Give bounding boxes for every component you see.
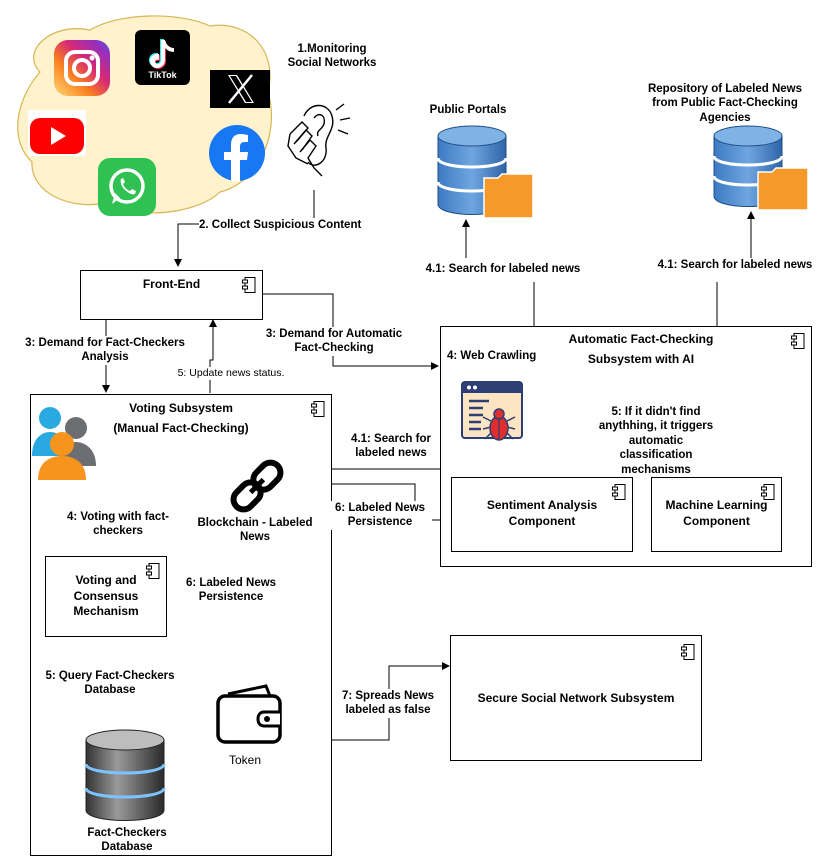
component-icon: [681, 644, 695, 660]
fc-database-label: Fact-Checkers Database: [87, 827, 167, 854]
secure-social-box: Secure Social Network Subsystem: [450, 635, 702, 761]
token-label: Token: [228, 753, 262, 767]
consensus-title: Voting and Consensus Mechanism: [73, 573, 139, 619]
search-blockchain-label: 4.1: Search for labeled news: [344, 432, 438, 461]
ml-title: Machine Learning Component: [665, 498, 768, 528]
component-icon: [311, 401, 325, 417]
sentiment-analysis-box: Sentiment Analysis Component: [451, 477, 633, 552]
component-icon: [146, 563, 160, 579]
tiktok-wordmark: TikTok: [148, 70, 177, 80]
wallet-icon: [216, 684, 282, 744]
persist-consensus-label: 6: Labeled News Persistence: [180, 576, 282, 605]
facebook-icon: [209, 125, 265, 181]
tiktok-icon: TikTok: [135, 30, 190, 85]
front-end-box: Front-End: [80, 270, 263, 320]
voting-label: 4: Voting with fact- checkers: [60, 510, 176, 539]
web-crawling-label: 4: Web Crawling: [447, 350, 537, 362]
trigger-label: 5: If it didn't find anythhing, it trigg…: [598, 406, 714, 476]
voting-consensus-box: Voting and Consensus Mechanism: [45, 556, 167, 637]
database-icon: [436, 125, 534, 219]
component-icon: [242, 277, 256, 293]
chain-link-icon: [230, 459, 284, 513]
demand-auto-label: 3: Demand for Automatic Fact-Checking: [256, 327, 412, 356]
database-icon: [712, 125, 809, 211]
search-repo-label: 4.1: Search for labeled news: [650, 258, 820, 273]
collect-label: 2. Collect Suspicious Content: [199, 218, 362, 233]
search-portals-label: 4.1: Search for labeled news: [418, 262, 588, 277]
instagram-icon: [54, 40, 110, 96]
demand-fc-label: 3: Demand for Fact-Checkers Analysis: [10, 336, 200, 365]
machine-learning-box: Machine Learning Component: [651, 477, 782, 552]
youtube-icon: [28, 110, 86, 156]
whatsapp-icon: [98, 158, 156, 216]
persist-auto-label: 6: Labeled News Persistence: [328, 501, 432, 530]
database-icon: [84, 729, 166, 821]
spreads-label: 7: Spreads News labeled as false: [334, 689, 442, 718]
automatic-fact-checking-box: Automatic Fact-Checking Subsystem with A…: [440, 326, 812, 567]
voting-title: Voting Subsystem: [129, 401, 233, 415]
component-icon: [761, 484, 775, 500]
automatic-title: Automatic Fact-Checking: [568, 332, 714, 346]
x-icon: [210, 70, 270, 108]
component-icon: [612, 484, 626, 500]
voting-subtitle: (Manual Fact-Checking): [113, 421, 249, 435]
automatic-subtitle: Subsystem with AI: [587, 352, 695, 366]
query-label: 5: Query Fact-Checkers Database: [36, 669, 184, 698]
monitoring-label: 1.Monitoring Social Networks: [287, 43, 377, 70]
repository-label: Repository of Labeled News from Public F…: [647, 83, 802, 124]
secure-social-title: Secure Social Network Subsystem: [477, 691, 675, 705]
blockchain-label: Blockchain - Labeled News: [197, 517, 313, 544]
listening-hand-icon: [287, 103, 351, 177]
public-portals-label: Public Portals: [429, 104, 507, 116]
component-icon: [791, 333, 805, 349]
update-status-label: 5: Update news status.: [172, 367, 290, 381]
front-end-title: Front-End: [142, 277, 201, 291]
update-status-arrow: [209, 319, 217, 393]
sentiment-title: Sentiment Analysis Component: [486, 498, 598, 528]
users-icon: [32, 407, 96, 480]
web-crawler-icon: [461, 381, 523, 441]
